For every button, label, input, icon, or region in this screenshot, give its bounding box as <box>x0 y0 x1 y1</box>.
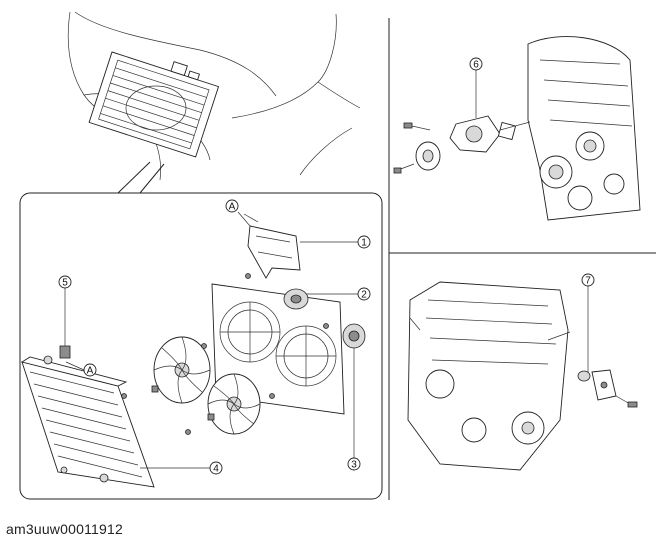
engine-thermostat-view <box>407 281 638 471</box>
fan-motors <box>283 288 366 349</box>
svg-text:A: A <box>229 202 236 213</box>
callout-2: 2 <box>357 287 371 301</box>
callout-6: 6 <box>469 57 483 71</box>
detail-panel <box>19 192 383 500</box>
svg-text:6: 6 <box>473 60 479 71</box>
callout-1: 1 <box>357 235 371 249</box>
svg-text:3: 3 <box>351 460 357 471</box>
radiator <box>20 345 155 488</box>
svg-text:7: 7 <box>585 276 591 287</box>
svg-text:4: 4 <box>213 464 219 475</box>
callout-7: 7 <box>581 273 595 287</box>
figure-code: am3uuw00011912 <box>6 521 123 537</box>
svg-text:A: A <box>87 366 94 377</box>
fasteners <box>121 273 329 435</box>
svg-text:1: 1 <box>361 238 367 249</box>
engine-water-pump-view <box>393 36 641 221</box>
callout-4: 4 <box>209 461 223 475</box>
svg-text:2: 2 <box>361 290 367 301</box>
detail-leaders <box>64 211 358 469</box>
coolant-bracket <box>243 213 301 279</box>
vehicle-front-view <box>67 11 361 194</box>
svg-text:5: 5 <box>62 278 68 289</box>
callout-3: 3 <box>347 457 361 471</box>
cooling-fan-blades <box>153 336 261 435</box>
reference-a-top: A <box>225 199 239 213</box>
callout-5: 5 <box>58 275 72 289</box>
reference-a-left: A <box>83 363 97 377</box>
